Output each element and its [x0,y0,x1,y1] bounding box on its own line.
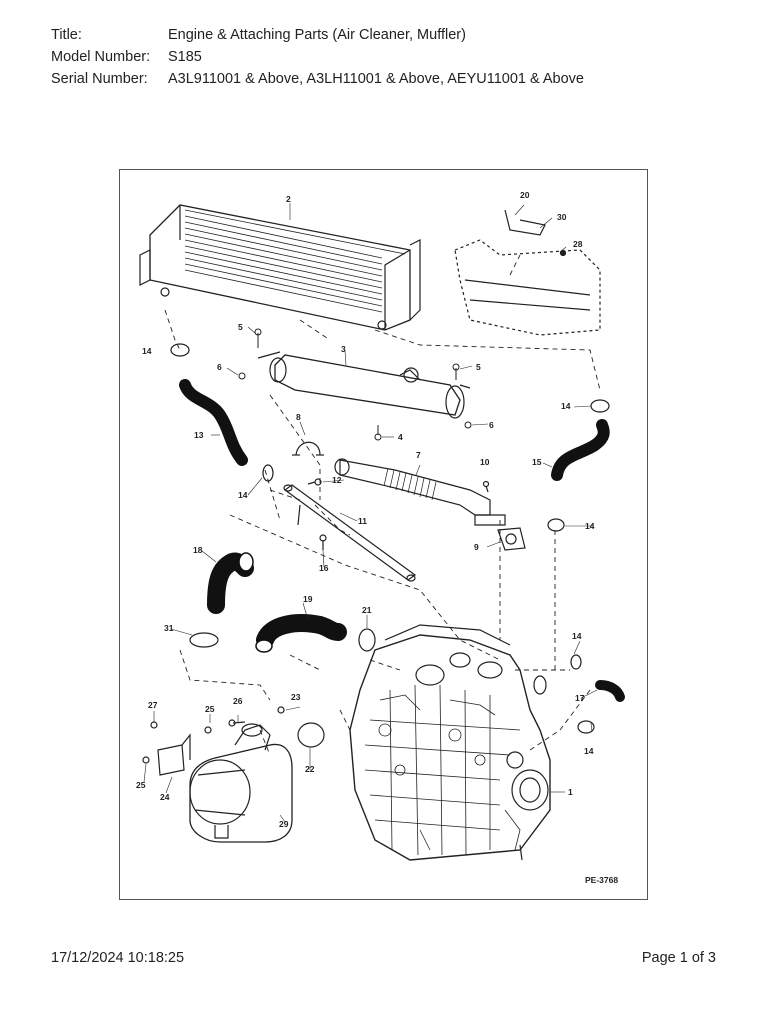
parts-diagram-svg: 2 20 30 28 5 3 14 6 5 14 8 6 13 4 7 15 1… [136,190,625,885]
callout-1: 1 [568,787,573,797]
callout-2: 2 [286,194,291,204]
figure-id: PE-3768 [585,875,618,885]
callout-18: 18 [193,545,203,555]
callout-20: 22 [305,764,315,774]
parts-diagram: 2 20 30 28 5 3 14 6 5 14 8 6 13 4 7 15 1… [119,169,648,900]
callout-6-right: 6 [489,420,494,430]
callout-14-b: 14 [561,401,571,411]
callout-28: 20 [520,190,530,200]
callout-9: 9 [474,542,479,552]
callout-27: 27 [148,700,158,710]
callout-14-d: 14 [585,521,595,531]
callout-24: 24 [160,792,170,802]
callout-7: 7 [416,450,421,460]
title-value: Engine & Attaching Parts (Air Cleaner, M… [168,27,466,43]
callout-10: 10 [480,457,490,467]
callout-22: 29 [279,819,289,829]
callout-26: 26 [233,696,243,706]
callout-3: 3 [341,344,346,354]
callout-4: 4 [398,432,403,442]
callout-25-b: 25 [136,780,146,790]
callout-16: 16 [319,563,329,573]
model-value: S185 [168,49,202,65]
callout-5-right: 5 [476,362,481,372]
callout-14-c: 14 [238,490,248,500]
callout-13: 13 [194,430,204,440]
model-label: Model Number: [51,49,151,65]
callout-15: 15 [532,457,542,467]
callout-25-a: 25 [205,704,215,714]
callout-14-a: 14 [142,346,152,356]
title-label: Title: [51,27,82,43]
callout-6-left: 6 [217,362,222,372]
serial-value: A3L911001 & Above, A3LH11001 & Above, AE… [168,71,584,87]
callout-21: 21 [362,605,372,615]
callout-19: 19 [303,594,313,604]
callout-17: 17 [575,693,585,703]
callout-8: 8 [296,412,301,422]
callout-14-e: 14 [572,631,582,641]
callout-14-f: 14 [584,746,594,756]
page-number: Page 1 of 3 [641,950,716,966]
callout-5-top: 5 [238,322,243,332]
callout-12: 12 [332,475,342,485]
callout-29: 28 [573,239,583,249]
callout-23: 23 [291,692,301,702]
print-timestamp: 17/12/2024 10:18:25 [51,950,185,966]
callout-30: 30 [557,212,567,222]
callout-31: 31 [164,623,174,633]
serial-label: Serial Number: [51,71,148,87]
callout-11: 11 [358,516,367,526]
